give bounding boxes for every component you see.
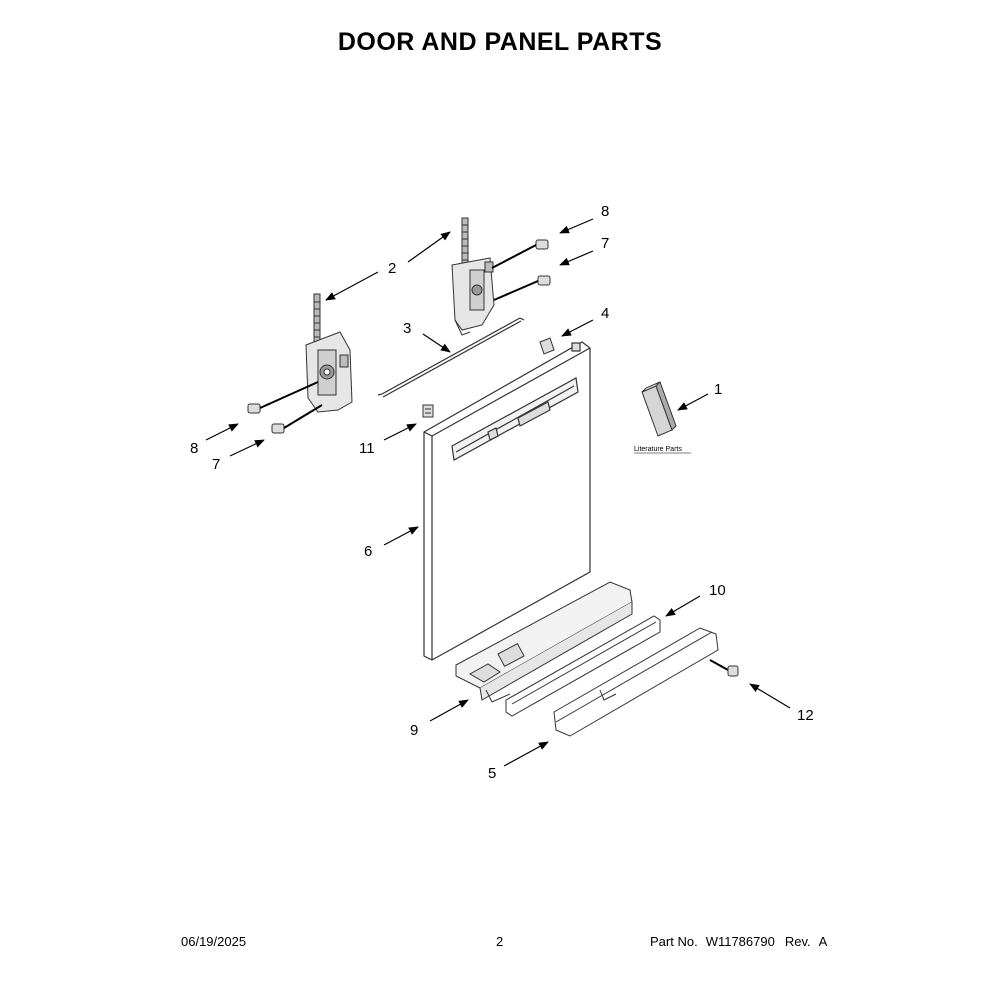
- footer-part-info: Part No. W11786790 Rev. A: [650, 934, 827, 949]
- callout-5: 5: [488, 765, 496, 782]
- callout-3: 3: [403, 320, 411, 337]
- switch-part-11: [422, 404, 434, 418]
- callout-11: 11: [359, 440, 375, 457]
- part-label: Part No.: [650, 934, 698, 949]
- callout-1: 1: [714, 381, 722, 398]
- screws-left: [247, 381, 323, 434]
- callout-6: 6: [364, 543, 372, 560]
- callout-4: 4: [601, 305, 609, 322]
- rod-part-3: [377, 317, 525, 398]
- page-title: DOOR AND PANEL PARTS: [337, 28, 663, 56]
- callout-10: 10: [709, 582, 726, 599]
- callout-2: 2: [388, 260, 396, 277]
- toe-panel-part-9: [455, 581, 633, 703]
- callout-8-right: 8: [601, 203, 609, 220]
- part-number: W11786790: [705, 934, 775, 949]
- rev-value: A: [818, 934, 828, 949]
- callout-7-left: 7: [212, 456, 220, 473]
- callout-12: 12: [797, 707, 814, 724]
- hinge-right: [451, 217, 495, 336]
- trim-part-5: [553, 627, 719, 737]
- screws-right: [491, 239, 551, 301]
- callout-9: 9: [410, 722, 418, 739]
- callout-7-right: 7: [601, 235, 609, 252]
- footer-date: 06/19/2025: [181, 934, 247, 949]
- leader-lines: [205, 218, 791, 767]
- clip-part-4: [539, 337, 555, 355]
- callout-8-left: 8: [190, 440, 198, 457]
- rev-label: Rev.: [784, 934, 811, 949]
- literature-label: Literature Parts: [634, 446, 682, 453]
- screw-part-12: [709, 659, 739, 677]
- literature-book: [641, 381, 677, 437]
- door-panel: [423, 341, 591, 661]
- trim-part-10: [505, 615, 661, 717]
- hinge-left: [305, 293, 353, 413]
- footer-page-number: 2: [496, 934, 504, 949]
